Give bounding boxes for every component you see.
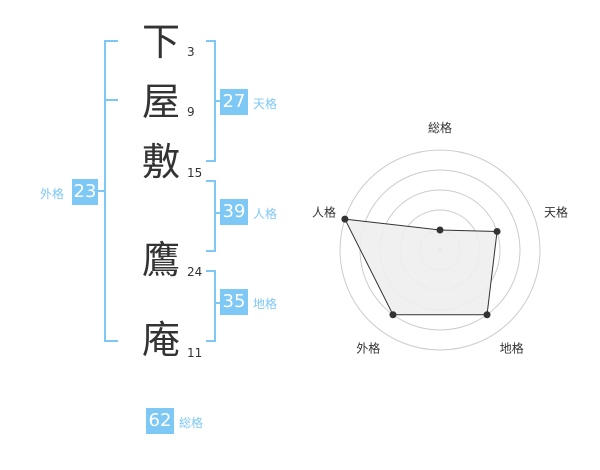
- jinkaku-label: 人格: [253, 207, 278, 221]
- gaikaku-bracket-tick: [104, 99, 118, 101]
- name-char-2: 屋: [141, 80, 180, 124]
- radar-point-1: [436, 226, 444, 234]
- jinkaku-bracket-stub: [214, 212, 222, 214]
- radar-points: [341, 215, 501, 319]
- radar-axis-label-5: 人格: [312, 204, 336, 219]
- chikaku-bracket: [206, 270, 216, 342]
- radar-ring-5: [339, 149, 541, 351]
- name-char-3: 敷: [141, 140, 180, 184]
- tenkaku-score: 27: [220, 89, 248, 115]
- soukaku-label: 総格: [179, 416, 204, 430]
- name-char-4: 鷹: [141, 238, 180, 282]
- name-char-1: 下: [141, 20, 180, 64]
- stroke-count-4: 24: [187, 265, 203, 279]
- radar-axis-label-1: 総格: [428, 120, 452, 135]
- gaikaku-label: 外格: [40, 187, 65, 201]
- stroke-count-5: 11: [187, 346, 203, 360]
- name-char-5: 庵: [141, 318, 180, 362]
- chikaku-label: 地格: [253, 297, 278, 311]
- gaikaku-bracket: [104, 40, 118, 342]
- radar-axis-label-4: 外格: [356, 341, 380, 356]
- tenkaku-label: 天格: [253, 97, 278, 111]
- stroke-count-1: 3: [187, 45, 195, 59]
- radar-axis-label-2: 天格: [544, 204, 568, 219]
- stroke-count-2: 9: [187, 105, 195, 119]
- radar-axis-label-3: 地格: [500, 341, 524, 356]
- radar-point-3: [483, 311, 491, 319]
- stroke-count-3: 15: [187, 166, 203, 180]
- chikaku-bracket-stub: [214, 302, 222, 304]
- gaikaku-score: 23: [72, 179, 98, 205]
- radar-point-5: [341, 215, 349, 223]
- radar-point-2: [493, 227, 501, 235]
- radar-point-4: [389, 311, 397, 319]
- gaikaku-bracket-stub: [98, 190, 106, 192]
- jinkaku-bracket: [206, 180, 216, 252]
- jinkaku-score: 39: [220, 199, 248, 225]
- soukaku-score: 62: [146, 408, 174, 434]
- radar-area: [344, 218, 498, 316]
- chikaku-score: 35: [220, 289, 248, 315]
- tenkaku-bracket-stub: [214, 100, 222, 102]
